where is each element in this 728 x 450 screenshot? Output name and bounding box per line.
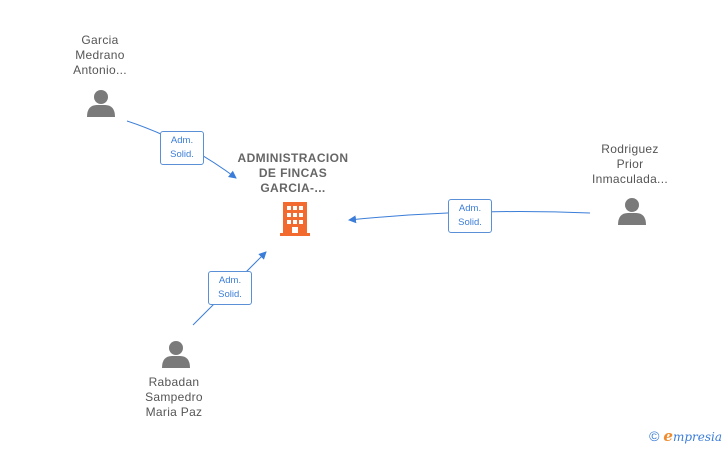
company-name[interactable]: ADMINISTRACION DE FINCAS GARCIA-... xyxy=(222,151,364,196)
person-name-line: Maria Paz xyxy=(145,405,203,419)
person-name-line: Medrano xyxy=(75,48,125,62)
person-icon[interactable] xyxy=(86,88,116,118)
person-icon[interactable] xyxy=(161,339,191,369)
company-name-line-2: DE FINCAS xyxy=(258,166,328,180)
brand-initial: e xyxy=(663,427,673,445)
person-name-line: Rodriguez xyxy=(601,142,659,156)
person-name-rabadan[interactable]: Rabadan Sampedro Maria Paz xyxy=(124,375,224,420)
person-name-line: Rabadan xyxy=(148,375,200,389)
relation-label-line: Solid. xyxy=(218,289,242,300)
person-icon[interactable] xyxy=(617,196,647,226)
relation-label-garcia[interactable]: Adm. Solid. xyxy=(160,131,204,165)
person-name-line: Garcia xyxy=(81,33,119,47)
person-name-line: Prior xyxy=(616,157,644,171)
brand-name: mpresia xyxy=(672,430,722,444)
person-name-garcia[interactable]: Garcia Medrano Antonio... xyxy=(50,33,150,78)
relation-label-rabadan[interactable]: Adm. Solid. xyxy=(208,271,252,305)
relation-label-line: Adm. xyxy=(170,135,194,146)
company-name-line-3: GARCIA-... xyxy=(260,181,326,195)
relation-label-rodriguez[interactable]: Adm. Solid. xyxy=(448,199,492,233)
relation-label-line: Solid. xyxy=(170,149,194,160)
relation-label-line: Solid. xyxy=(458,217,482,228)
relation-label-line: Adm. xyxy=(218,275,242,286)
relation-label-line: Adm. xyxy=(458,203,482,214)
building-icon[interactable] xyxy=(280,201,310,237)
person-name-line: Sampedro xyxy=(145,390,203,404)
person-name-line: Antonio... xyxy=(73,63,127,77)
person-name-line: Inmaculada... xyxy=(592,172,668,186)
company-name-line-1: ADMINISTRACION xyxy=(237,151,349,165)
brand-logo: empresia xyxy=(663,427,722,445)
person-name-rodriguez[interactable]: Rodriguez Prior Inmaculada... xyxy=(580,142,680,187)
copyright-symbol: © xyxy=(649,428,660,444)
brand-footer: © empresia xyxy=(649,427,722,445)
